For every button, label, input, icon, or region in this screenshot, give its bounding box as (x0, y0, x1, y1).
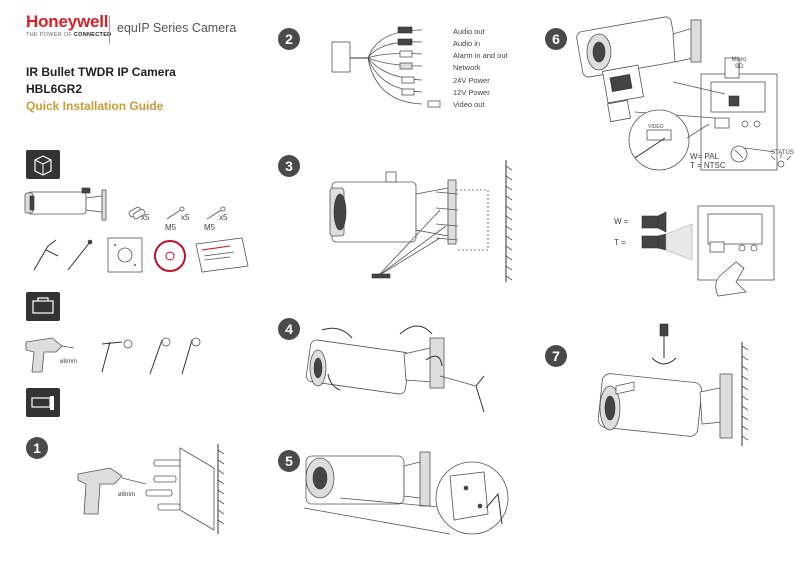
header-divider (109, 16, 110, 44)
product-title: IR Bullet TWDR IP Camera (26, 65, 176, 79)
series-name: equIP Series Camera (117, 21, 237, 35)
step-3-mounting-image (329, 160, 513, 282)
cable-alarm: Alarm in and out (453, 51, 508, 60)
accessories-image (33, 237, 249, 273)
step-6-switch-image (641, 205, 775, 297)
screw-m5-label-b: M5 (204, 223, 216, 232)
step-6-badge: 6 (545, 28, 567, 50)
pal-label: W= PAL (690, 152, 719, 161)
tools-drill-size: ø8mm (60, 359, 77, 365)
tools-image (25, 337, 201, 375)
product-model: HBL6GR2 (26, 82, 83, 96)
step-4-adjust-image (305, 325, 485, 413)
step-6-sd-card-image (576, 16, 792, 171)
camera-image (24, 187, 107, 221)
video-port-label: VIDEO (648, 124, 664, 130)
cable-video-out: Video out (453, 100, 485, 109)
anchor-qty: x5 (141, 213, 150, 222)
screw-m5-label-a: M5 (165, 223, 177, 232)
mount-icon (26, 388, 60, 417)
step-5-badge: 5 (278, 450, 300, 472)
status-led-label: STATUS (771, 150, 794, 156)
step-4-badge: 4 (278, 318, 300, 340)
step-7-badge: 7 (545, 345, 567, 367)
package-contents-icon (26, 150, 60, 179)
w-switch-label: W = (614, 217, 629, 226)
step-1-drill-image (77, 444, 225, 534)
ntsc-label: T = NTSC (690, 161, 726, 170)
brand-tagline: THE POWER OF CONNECTED (26, 32, 111, 38)
step-2-cables-image (331, 26, 441, 108)
guide-title: Quick Installation Guide (26, 99, 164, 113)
cable-audio-out: Audio out (453, 27, 485, 36)
tools-icon (26, 292, 60, 321)
cable-12v: 12V Power (453, 88, 490, 97)
t-switch-label: T = (614, 238, 626, 247)
cable-network: Network (453, 63, 481, 72)
step-1-drill-size: ø8mm (118, 492, 135, 498)
micro-sd-label: Micro SD (731, 57, 747, 70)
cable-24v: 24V Power (453, 76, 490, 85)
tagline-prefix: THE POWER OF (26, 32, 73, 38)
step-3-badge: 3 (278, 155, 300, 177)
step-7-tighten-image (597, 323, 749, 446)
step-1-badge: 1 (26, 437, 48, 459)
screw-qty: x5 (181, 213, 190, 222)
step-5-cover-image (303, 451, 509, 535)
step-2-badge: 2 (278, 28, 300, 50)
screws-image (128, 206, 226, 220)
screw2-qty: x5 (219, 213, 228, 222)
tagline-bold: CONNECTED (73, 32, 112, 38)
honeywell-logo: Honeywell (26, 12, 109, 31)
cable-audio-in: Audio in (453, 39, 481, 48)
